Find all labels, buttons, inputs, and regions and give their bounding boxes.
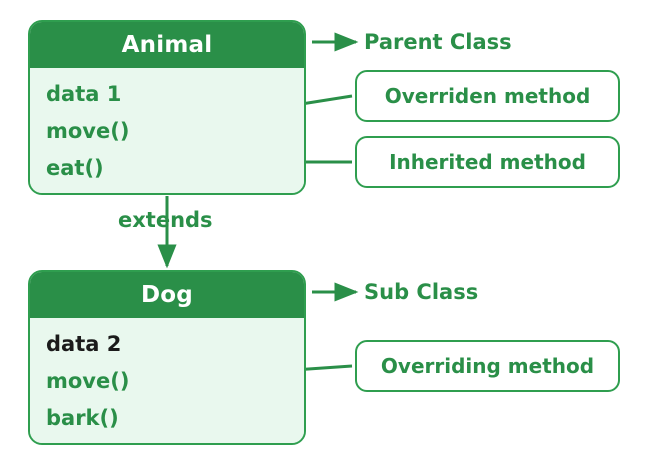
member-animal-move: move() — [46, 119, 130, 143]
class-box-animal[interactable]: Animal data 1 move() eat() — [28, 20, 306, 195]
member-animal-eat: eat() — [46, 156, 104, 180]
class-members-dog: data 2 move() bark() — [30, 318, 304, 443]
callout-inherited-method[interactable]: Inherited method — [355, 136, 620, 188]
member-dog-data2: data 2 — [46, 332, 122, 356]
callout-overriden-method[interactable]: Overriden method — [355, 70, 620, 122]
class-name-dog: Dog — [30, 272, 304, 318]
callout-overriding-method[interactable]: Overriding method — [355, 340, 620, 392]
class-box-dog[interactable]: Dog data 2 move() bark() — [28, 270, 306, 445]
label-sub-class: Sub Class — [364, 280, 479, 304]
class-members-animal: data 1 move() eat() — [30, 68, 304, 193]
member-animal-data1: data 1 — [46, 82, 122, 106]
member-dog-move: move() — [46, 369, 130, 393]
label-extends: extends — [118, 208, 213, 232]
member-dog-bark: bark() — [46, 406, 119, 430]
class-name-animal: Animal — [30, 22, 304, 68]
label-parent-class: Parent Class — [364, 30, 512, 54]
